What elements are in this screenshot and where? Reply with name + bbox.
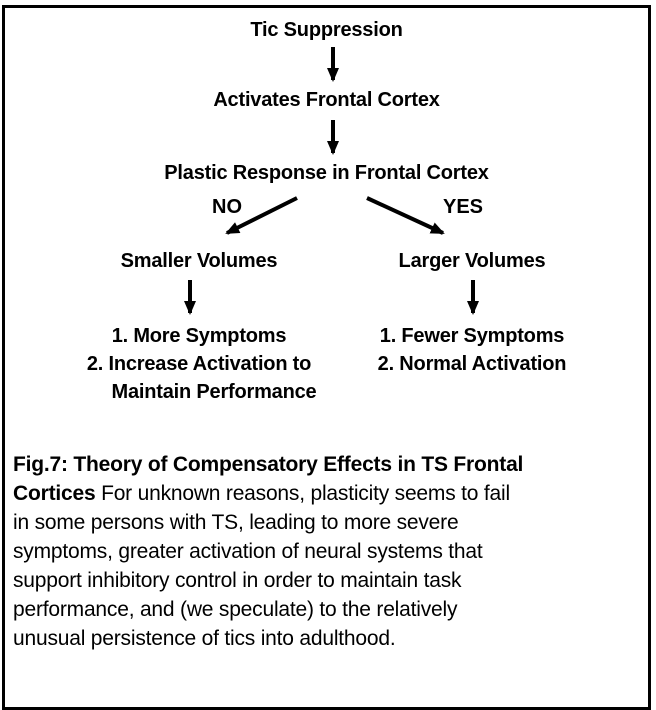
node-activates-frontal-cortex: Activates Frontal Cortex [213,89,440,111]
caption-line: symptoms, greater activation of neural s… [13,540,483,563]
left-outcome-list: 1. More Symptoms 2. Increase Activation … [19,322,379,406]
caption-text-fragment: For unknown reasons, plasticity seems to… [95,482,510,505]
right-outcome-list: 1. Fewer Symptoms 2. Normal Activation [292,322,652,378]
list-item: 2. Normal Activation [377,353,567,375]
flowchart-arrows [184,47,479,315]
branch-label-yes: YES [443,196,484,218]
caption-line: in some persons with TS, leading to more… [13,511,459,534]
list-item: 2. Increase Activation to [86,353,312,375]
branch-label-no: NO [212,196,242,218]
list-item: 1. Fewer Symptoms [379,325,565,347]
figure-caption: Fig.7: Theory of Compensatory Effects in… [13,450,645,653]
node-plastic-response: Plastic Response in Frontal Cortex [164,162,489,184]
caption-line: support inhibitory control in order to m… [13,569,462,592]
caption-line: unusual persistence of tics into adultho… [13,627,396,650]
figure-frame: Tic Suppression Activates Frontal Cortex… [2,5,651,710]
list-item-continuation: Maintain Performance [111,381,317,403]
node-tic-suppression: Tic Suppression [250,19,403,41]
node-smaller-volumes: Smaller Volumes [120,250,278,272]
list-item: 1. More Symptoms [111,325,287,347]
caption-bold-fragment: Cortices [13,482,96,505]
caption-line: Cortices For unknown reasons, plasticity… [13,479,645,508]
caption-line: performance, and (we speculate) to the r… [13,598,458,621]
arrow-down-right-icon [366,196,445,235]
arrow-down-left-icon [225,196,298,235]
node-larger-volumes: Larger Volumes [398,250,546,272]
caption-line: Fig.7: Theory of Compensatory Effects in… [13,453,524,476]
